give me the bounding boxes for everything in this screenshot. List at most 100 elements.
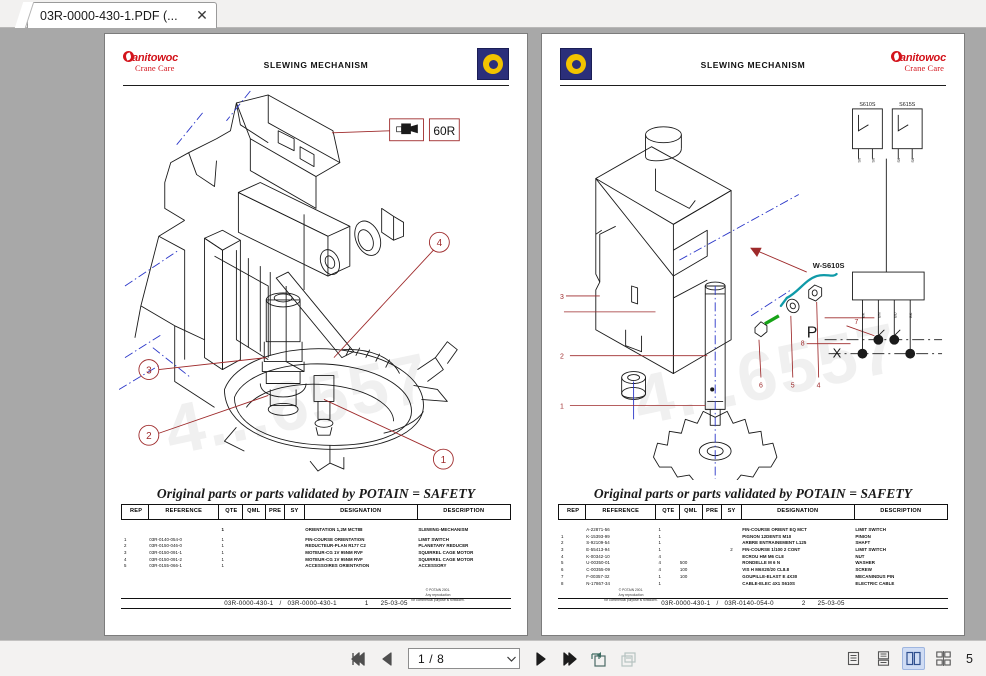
cell-pre	[702, 560, 722, 567]
pdf-viewer-canvas[interactable]: anitowoc Crane Care SLEWING MECHANISM 4.…	[0, 28, 986, 640]
cell-pre	[702, 547, 722, 554]
svg-text:BN: BN	[876, 312, 881, 318]
th-pre: PRE	[701, 504, 723, 520]
cell-sy	[285, 527, 305, 537]
cell-pre	[265, 563, 285, 570]
th-rep: REP	[557, 504, 587, 520]
close-icon[interactable]: ✕	[196, 6, 208, 23]
th-description: DESCRIPTION	[853, 504, 949, 520]
cell-qte: 1	[221, 550, 224, 556]
cell-pre	[702, 574, 722, 581]
cell-qte: 1	[221, 543, 224, 549]
parts-table-header-right: REP REFERENCE QTE QML PRE SY DESIGNATION…	[557, 504, 949, 520]
document-tab[interactable]: 03R-0000-430-1.PDF (... ✕	[27, 2, 217, 28]
cell-qte: 1	[221, 527, 224, 532]
th-sy: SY	[284, 504, 305, 520]
cell-designation: REDUCTEUR-PLAN R177 C2	[305, 543, 366, 549]
cell-pre	[265, 550, 285, 557]
document-tab-title: 03R-0000-430-1.PDF (...	[40, 8, 178, 23]
view-mode-single-page-button[interactable]	[842, 647, 865, 670]
potain-badge-icon	[477, 48, 509, 80]
page-number-select[interactable]: 1 / 8	[408, 648, 520, 669]
cell-description: PINION	[855, 533, 871, 539]
page-footer-right: 03R-0000-430-1 / 03R-0140-054-0 2 25-03-…	[558, 588, 948, 609]
copyright-notice: © POTAIN 2001. Any reproduction for comm…	[411, 588, 465, 603]
pdf-page-1[interactable]: anitowoc Crane Care SLEWING MECHANISM 4.…	[104, 33, 528, 636]
th-reference: REFERENCE	[585, 504, 657, 520]
cell-designation: MOTEUR-CG 1V 95NM RVF	[305, 556, 363, 562]
copyright-notice: © POTAIN 2001. Any reproduction for comm…	[604, 588, 658, 603]
pdf-page-2[interactable]: SLEWING MECHANISM anitowoc Crane Care 4.…	[541, 33, 965, 636]
cell-reference: 03R-0140-054-0	[149, 536, 182, 542]
cell-sy	[722, 574, 742, 581]
cell-rep: 4	[124, 556, 127, 562]
th-designation: DESIGNATION	[740, 504, 855, 520]
cell-reference	[148, 527, 218, 537]
view-mode-two-page-facing-button[interactable]	[902, 647, 925, 670]
previous-view-button[interactable]	[588, 648, 610, 670]
previous-page-button[interactable]	[376, 648, 398, 670]
cell-qml	[242, 550, 265, 557]
cell-rep: 3	[124, 550, 127, 556]
cell-designation: PIGNON 12DENTS M10	[742, 533, 792, 539]
cell-rep: 4	[561, 553, 564, 559]
cell-qml	[242, 527, 265, 537]
cell-reference: N-17867-34	[586, 580, 610, 586]
page-header-left: anitowoc Crane Care SLEWING MECHANISM	[123, 48, 509, 86]
cell-reference: 03R-0155-066-1	[149, 563, 182, 569]
chevron-down-icon[interactable]	[503, 649, 519, 668]
svg-text:S615S: S615S	[899, 102, 916, 108]
cell-rep: 3	[561, 547, 564, 553]
view-mode-continuous-button[interactable]	[872, 647, 895, 670]
th-qte: QTE	[218, 504, 243, 520]
cell-qml	[679, 527, 702, 534]
cell-qml	[679, 581, 702, 588]
cell-qte: 4	[658, 567, 661, 573]
first-page-button[interactable]	[347, 648, 369, 670]
table-header-row: REP REFERENCE QTE QML PRE SY DESIGNATION…	[120, 504, 512, 520]
cell-qte: 1	[658, 527, 661, 532]
svg-text:P: P	[807, 325, 818, 342]
next-page-button[interactable]	[530, 648, 552, 670]
svg-text:60R: 60R	[433, 124, 455, 138]
cell-pre	[265, 557, 285, 564]
cell-pre	[265, 527, 285, 537]
cell-qte: 1	[221, 536, 224, 542]
cell-sy	[285, 550, 305, 557]
cell-reference: U-00350-01	[586, 560, 610, 566]
next-view-button[interactable]	[617, 648, 639, 670]
cell-designation: CABLE-ELEC 4X1 S610S	[742, 580, 795, 586]
cell-qml	[242, 557, 265, 564]
view-mode-book-view-button[interactable]	[932, 647, 955, 670]
svg-text:1: 1	[441, 455, 447, 466]
cell-qte: 1	[658, 540, 661, 546]
svg-text:S610S: S610S	[859, 102, 876, 108]
zoom-level-value[interactable]: 5	[966, 651, 973, 666]
svg-text:2: 2	[560, 354, 564, 361]
cell-pre	[702, 567, 722, 574]
cell-description: MECANINDUS PIN	[855, 573, 895, 579]
cell-rep: 6	[561, 567, 564, 573]
cell-pre	[265, 537, 285, 544]
technical-drawing-slewing-assembly: 60R 4 3	[119, 90, 513, 480]
th-rep: REP	[120, 504, 150, 520]
cell-description: SHAFT	[855, 540, 871, 546]
parts-table-header-left: REP REFERENCE QTE QML PRE SY DESIGNATION…	[120, 504, 512, 520]
last-page-button[interactable]	[559, 648, 581, 670]
svg-text:W-S610S: W-S610S	[813, 261, 845, 270]
cell-description: SQUIRREL CAGE MOTOR	[418, 556, 474, 562]
cell-designation: MOTEUR-CG 1V 95NM RVF	[305, 550, 363, 556]
cell-reference: K-00342-10	[586, 553, 610, 559]
svg-text:S6: S6	[870, 157, 875, 163]
cell-description: NUT	[855, 553, 865, 559]
browser-tab-bar: 03R-0000-430-1.PDF (... ✕	[0, 0, 986, 28]
page-footer-left: 03R-0000-430-1 / 03R-0000-430-1 1 25-03-…	[121, 588, 511, 609]
